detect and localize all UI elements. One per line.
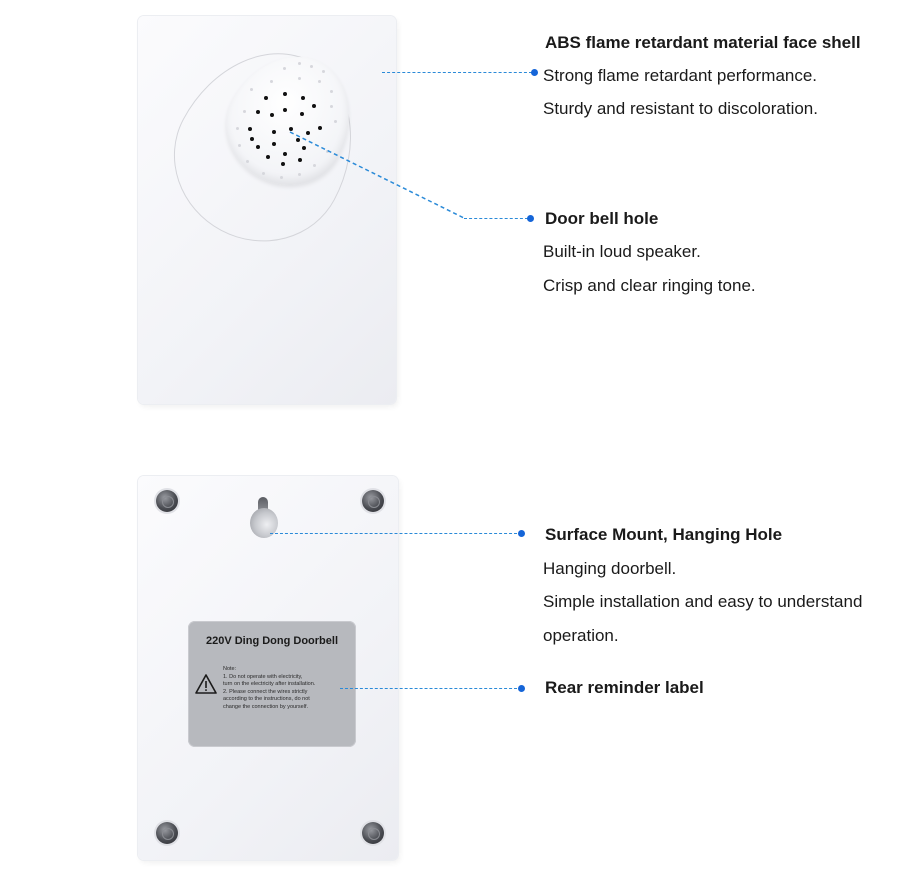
hanging-hole-slot	[258, 497, 268, 517]
callout-title-hanging-hole: Surface Mount, Hanging Hole	[545, 525, 783, 544]
screw-icon	[362, 490, 384, 512]
speaker-hole	[256, 145, 260, 149]
leader-line-face-shell	[382, 72, 532, 73]
screw-icon	[156, 822, 178, 844]
speaker-hole	[250, 137, 254, 141]
speaker-hole	[322, 70, 325, 73]
note-line: turn on the electricity after installati…	[223, 681, 316, 688]
bullet-face-shell	[531, 69, 538, 76]
speaker-hole	[270, 113, 274, 117]
speaker-hole	[280, 176, 283, 179]
note-line: change the connection by yourself.	[223, 703, 309, 710]
rear-reminder-label: 220V Ding Dong Doorbell Note: 1. Do not …	[188, 621, 356, 747]
speaker-hole	[250, 88, 253, 91]
callout-title-face-shell: ABS flame retardant material face shell	[545, 33, 861, 52]
leader-line-bell-hole-horizontal	[464, 218, 528, 219]
callout-title-bell-hole: Door bell hole	[545, 209, 659, 228]
speaker-hole	[330, 105, 333, 108]
note-heading: Note:	[223, 666, 237, 672]
speaker-hole	[256, 110, 260, 114]
speaker-hole	[301, 96, 305, 100]
speaker-hole	[318, 126, 322, 130]
speaker-hole	[302, 146, 306, 150]
label-title: 220V Ding Dong Doorbell	[205, 635, 338, 647]
bullet-hanging-hole	[518, 530, 525, 537]
speaker-hole	[300, 112, 304, 116]
speaker-hole	[318, 80, 321, 83]
speaker-hole	[298, 158, 302, 162]
note-line: 1. Do not operate with electricity,	[223, 673, 303, 680]
warning-icon	[195, 674, 217, 694]
leader-line-rear-label	[340, 688, 522, 689]
screw-icon	[362, 822, 384, 844]
callout-text: Strong flame retardant performance.	[543, 66, 818, 85]
speaker-hole	[270, 80, 273, 83]
speaker-hole	[289, 127, 293, 131]
callout-text: Sturdy and resistant to discoloration.	[543, 99, 818, 118]
speaker-hole	[281, 162, 285, 166]
speaker-hole	[262, 172, 265, 175]
callout-text: Hanging doorbell.	[543, 559, 677, 578]
speaker-hole	[248, 127, 252, 131]
speaker-hole	[238, 144, 241, 147]
speaker-hole	[310, 65, 313, 68]
callout-text: operation.	[543, 626, 619, 645]
speaker-hole	[266, 155, 270, 159]
speaker-hole	[334, 120, 337, 123]
note-line: according to the instructions, do not	[223, 696, 310, 703]
callout-title-rear-label: Rear reminder label	[545, 678, 704, 697]
speaker-hole	[296, 138, 300, 142]
note-line: 2. Please connect the wires strictly	[223, 688, 308, 695]
leader-line-bell-hole	[289, 131, 465, 219]
bullet-rear-label	[518, 685, 525, 692]
speaker-hole	[283, 67, 286, 70]
speaker-hole	[306, 131, 310, 135]
speaker-hole	[312, 104, 316, 108]
speaker-hole	[272, 142, 276, 146]
speaker-hole	[298, 173, 301, 176]
leader-line-hanging-hole	[270, 533, 522, 534]
speaker-hole	[283, 108, 287, 112]
speaker-hole	[236, 127, 239, 130]
speaker-hole	[272, 130, 276, 134]
speaker-hole	[298, 77, 301, 80]
speaker-hole	[243, 110, 246, 113]
bullet-bell-hole	[527, 215, 534, 222]
callout-text: Crisp and clear ringing tone.	[543, 276, 756, 295]
speaker-hole	[283, 92, 287, 96]
screw-icon	[156, 490, 178, 512]
speaker-hole	[330, 90, 333, 93]
speaker-hole	[313, 164, 316, 167]
speaker-hole	[283, 152, 287, 156]
callout-text: Built-in loud speaker.	[543, 242, 701, 261]
speaker-hole	[264, 96, 268, 100]
speaker-hole	[298, 62, 301, 65]
speaker-hole	[246, 160, 249, 163]
label-note: Note: 1. Do not operate with electricity…	[223, 666, 351, 712]
callout-text: Simple installation and easy to understa…	[543, 592, 863, 611]
speaker-hole	[326, 150, 329, 153]
